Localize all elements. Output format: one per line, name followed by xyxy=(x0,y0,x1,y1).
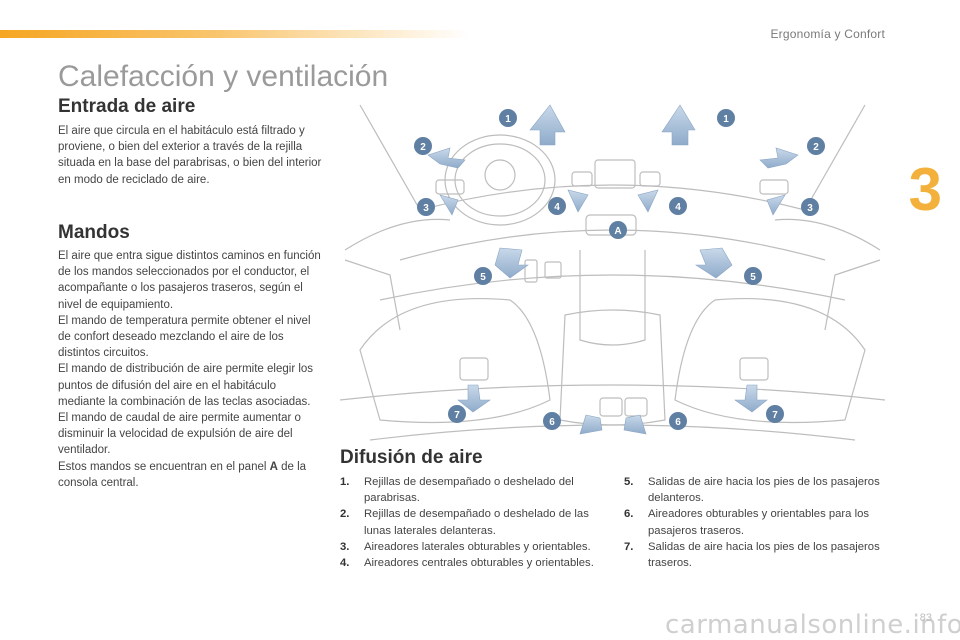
item-number: 6. xyxy=(624,508,634,521)
panel-label: A xyxy=(269,460,278,473)
marker-3-right: 3 xyxy=(807,203,813,214)
item-number: 3. xyxy=(340,540,350,553)
accent-bar xyxy=(0,30,470,38)
marker-6-right: 6 xyxy=(675,417,681,428)
marker-2-left: 2 xyxy=(420,142,426,153)
mandos-paragraph: El aire que entra sigue distintos camino… xyxy=(58,250,321,311)
marker-5-right: 5 xyxy=(750,272,756,283)
marker-5-left: 5 xyxy=(480,272,486,283)
marker-2-right: 2 xyxy=(813,142,819,153)
diffusion-list-right: 5. Salidas de aire hacia los pies de los … xyxy=(624,474,880,571)
list-item: 1. Rejillas de desempañado o deshelado de… xyxy=(340,474,602,506)
item-text: Rejillas de desempañado o deshelado del … xyxy=(364,476,574,505)
item-text: Aireadores obturables y orientables para… xyxy=(648,508,870,537)
item-number: 7. xyxy=(624,540,634,553)
item-number: 2. xyxy=(340,508,350,521)
page-number: 83 xyxy=(919,612,932,624)
marker-7-right: 7 xyxy=(772,410,778,421)
mandos-text-part: de la consola central. xyxy=(58,460,307,489)
marker-A: A xyxy=(614,226,621,237)
list-item: 4. Aireadores centrales obturables y orie… xyxy=(340,555,602,571)
heading-entrada: Entrada de aire xyxy=(58,96,196,117)
diffusion-list-left: 1. Rejillas de desempañado o deshelado de… xyxy=(340,474,602,571)
watermark: carmanualsonline.info xyxy=(665,610,960,640)
list-item: 7. Salidas de aire hacia los pies de los … xyxy=(624,539,880,571)
mandos-text-part: Estos mandos se encuentran en el panel xyxy=(58,460,270,473)
marker-1-right: 1 xyxy=(723,114,729,125)
list-item: 5. Salidas de aire hacia los pies de los … xyxy=(624,474,880,506)
page-title: Calefacción y ventilación xyxy=(58,60,389,93)
marker-4-left: 4 xyxy=(554,202,560,213)
item-number: 4. xyxy=(340,557,350,570)
mandos-paragraph: El mando de temperatura permite obtener … xyxy=(58,314,311,360)
item-text: Rejillas de desempañado o deshelado de l… xyxy=(364,508,589,537)
car-interior-illustration: 1 1 2 2 3 3 4 4 5 5 6 6 7 7 A xyxy=(340,104,885,441)
mandos-text: El aire que entra sigue distintos camino… xyxy=(58,248,326,491)
heading-difusion: Difusión de aire xyxy=(340,447,483,468)
marker-7-left: 7 xyxy=(454,410,460,421)
item-number: 1. xyxy=(340,476,350,488)
item-text: Salidas de aire hacia los pies de los pa… xyxy=(648,476,880,505)
chapter-number: 3 xyxy=(908,156,942,223)
item-text: Aireadores centrales obturables y orient… xyxy=(364,557,594,570)
mandos-paragraph: El mando de distribución de aire permite… xyxy=(58,363,314,408)
list-item: 2. Rejillas de desempañado o deshelado de… xyxy=(340,506,602,538)
mandos-paragraph: Estos mandos se encuentran en el panel A… xyxy=(58,459,326,491)
mandos-paragraph: El mando de caudal de aire permite aumen… xyxy=(58,412,301,457)
item-text: Salidas de aire hacia los pies de los pa… xyxy=(648,540,880,570)
heading-mandos: Mandos xyxy=(58,222,130,243)
list-item: 3. Aireadores laterales obturables y orie… xyxy=(340,539,602,555)
marker-1-left: 1 xyxy=(505,114,511,125)
section-header: Ergonomía y Confort xyxy=(770,27,885,41)
item-number: 5. xyxy=(624,476,634,488)
marker-6-left: 6 xyxy=(549,417,555,428)
marker-4-right: 4 xyxy=(675,202,681,213)
item-text: Aireadores laterales obturables y orient… xyxy=(364,540,591,553)
entrada-text: El aire que circula en el habitáculo est… xyxy=(58,125,322,186)
list-item: 6. Aireadores obturables y orientables pa… xyxy=(624,506,880,538)
marker-3-left: 3 xyxy=(423,203,429,214)
